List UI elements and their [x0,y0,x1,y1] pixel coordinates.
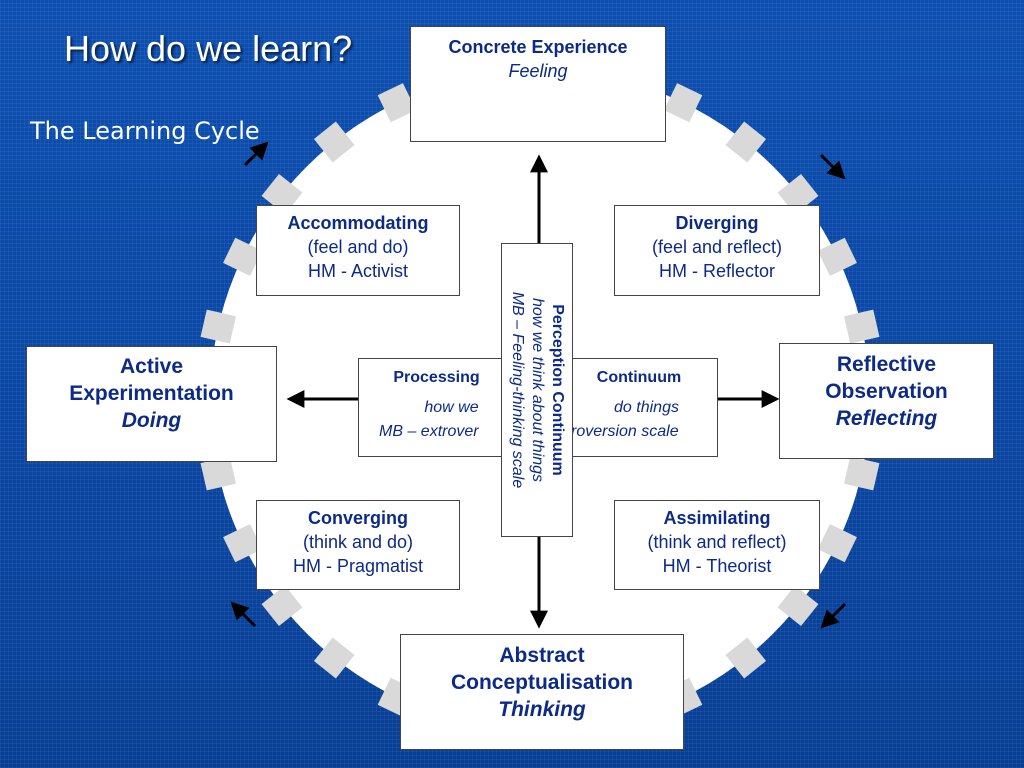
converging-hm: HM - Pragmatist [292,556,424,576]
slide-subtitle: The Learning Cycle [30,117,260,145]
stage-active-experimentation: Active Experimentation Doing [26,346,277,462]
ring-notch [777,585,819,627]
reflective-observation-heading-1: Reflective [836,353,937,376]
accommodating-desc: (feel and do) [307,237,409,257]
ring-notch [200,456,237,491]
diverging-name: Diverging [675,213,759,233]
ring-notch [200,309,237,344]
style-converging: Converging (think and do) HM - Pragmatis… [256,500,460,590]
accommodating-hm: HM - Activist [307,261,408,281]
abstract-conceptualisation-heading-1: Abstract [499,644,585,667]
ring-notch [313,637,355,679]
reflective-observation-heading-2: Observation [825,380,948,403]
ring-notch [777,173,819,215]
ring-notch [261,173,303,215]
ring-notch [261,585,303,627]
ring-notch [664,83,703,123]
reflective-observation-mode: Reflecting [835,407,938,430]
cycle-arrow-bottom-left [230,601,257,628]
stage-concrete-experience: Concrete Experience Feeling [410,26,666,142]
converging-name: Converging [307,508,408,528]
ring-notch [377,83,416,123]
ring-notch [843,456,880,491]
diverging-hm: HM - Reflector [658,261,775,281]
processing-mb-right: roversion scale [571,423,679,440]
ring-notch [817,237,857,276]
concrete-experience-heading: Concrete Experience [448,37,628,57]
active-experimentation-heading-2: Experimentation [69,382,234,405]
diverging-desc: (feel and reflect) [651,237,783,257]
cycle-arrow-top-left [243,141,269,167]
ring-notch [817,524,857,563]
abstract-conceptualisation-heading-2: Conceptualisation [450,671,634,694]
style-accommodating: Accommodating (feel and do) HM - Activis… [256,205,460,296]
assimilating-name: Assimilating [663,508,771,528]
abstract-conceptualisation-mode: Thinking [498,698,586,721]
ring-notch [313,121,355,163]
ring-notch [223,524,263,563]
perception-title: Perception Continuum [549,304,566,476]
active-experimentation-mode: Doing [121,409,182,432]
perception-line-2: MB – Feeling-thinking scale [509,291,526,489]
accommodating-name: Accommodating [287,213,429,233]
active-experimentation-heading-1: Active [119,355,184,378]
processing-title-right: Continuum [596,369,682,386]
ring-notch [725,637,767,679]
processing-line-left: how we [424,399,479,416]
processing-line-right: do things [614,399,679,416]
style-assimilating: Assimilating (think and reflect) HM - Th… [614,500,820,590]
processing-title-left: Processing [393,369,480,386]
concrete-experience-mode: Feeling [508,61,568,81]
ring-notch [725,121,767,163]
ring-notch [223,237,263,276]
perception-continuum-box: Perception Continuum how we think about … [501,243,573,537]
processing-mb-left: MB – extrover [379,423,479,440]
assimilating-desc: (think and reflect) [647,532,787,552]
style-diverging: Diverging (feel and reflect) HM - Reflec… [614,205,820,296]
slide-title: How do we learn? [64,28,353,69]
stage-abstract-conceptualisation: Abstract Conceptualisation Thinking [400,634,684,750]
perception-line-1: how we think about things [529,297,546,483]
assimilating-hm: HM - Theorist [662,556,772,576]
converging-desc: (think and do) [302,532,414,552]
cycle-arrow-top-right [819,153,846,180]
ring-notch [843,309,880,344]
stage-reflective-observation: Reflective Observation Reflecting [779,343,994,459]
cycle-arrow-bottom-right [820,602,847,629]
